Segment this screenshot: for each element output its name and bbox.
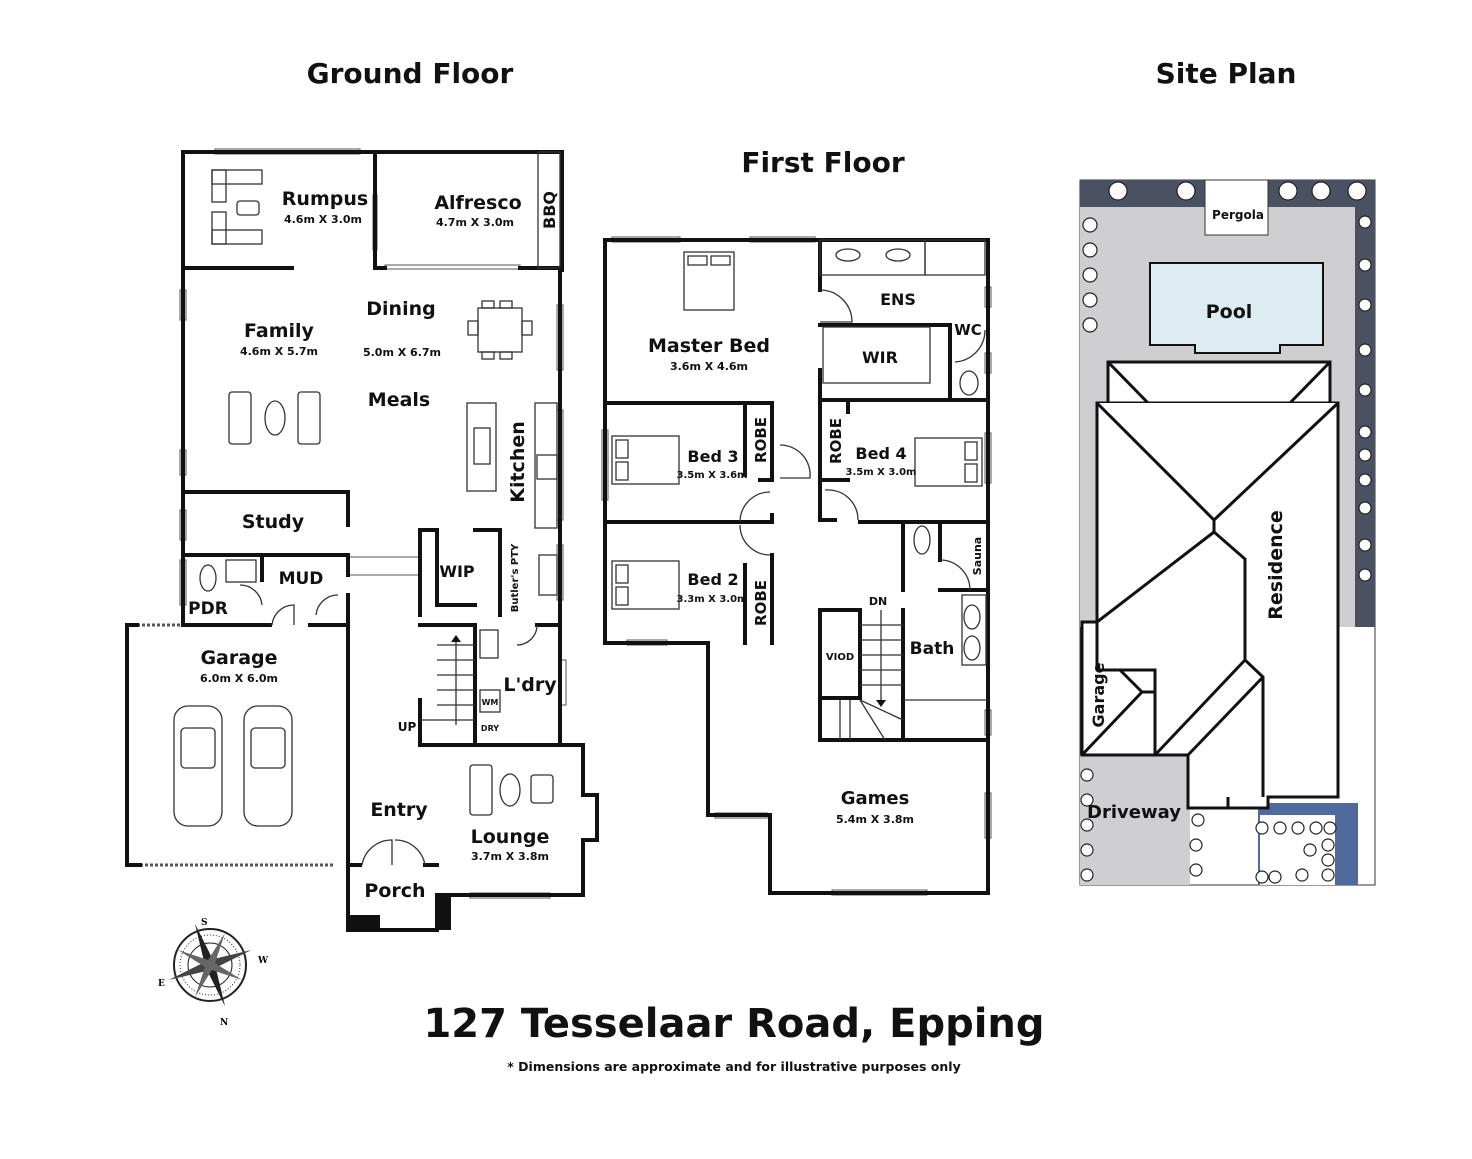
first-floor-title: First Floor [741,146,905,179]
room-label-robe-bed4: ROBE [827,418,845,464]
room-label-lounge: Lounge [471,826,550,848]
room-label-mud: MUD [279,569,324,589]
room-label-wir: WIR [862,348,898,367]
room-label-meals: Meals [368,389,430,411]
ground-floor-title: Ground Floor [307,57,514,90]
room-dim-rumpus: 4.6m X 3.0m [284,213,362,226]
side-garden [1355,180,1375,627]
room-label-laundry: L'dry [503,674,557,696]
label-site-garage: Garage [1089,662,1108,727]
room-dim-family: 4.6m X 5.7m [240,345,318,358]
stair-up-arrow-icon [451,635,461,642]
room-label-entry: Entry [370,799,428,821]
lounge-sofa-icon [469,764,554,816]
driveway-area [1080,755,1190,885]
label-driveway: Driveway [1087,802,1181,823]
label-pool: Pool [1206,301,1253,323]
stair-down-arrow-icon [876,700,886,707]
room-label-bed-2: Bed 2 [687,570,738,589]
room-dim-lounge: 3.7m X 3.8m [471,850,549,863]
room-dim-bed-4: 3.5m X 3.0m [846,467,917,478]
room-label-alfresco: Alfresco [434,192,521,214]
compass-south: S [201,918,208,928]
room-label-porch: Porch [364,880,425,902]
room-label-ensuite: ENS [880,290,916,309]
pool [1149,262,1324,354]
tree-icons [1080,181,1372,884]
room-label-master-bed: Master Bed [648,335,770,357]
room-label-pdr: PDR [188,599,228,619]
room-dim-master-bed: 3.6m X 4.6m [670,360,748,373]
ground-floor-plan: Rumpus 4.6m X 3.0m Alfresco 4.7m X 3.0m … [125,148,599,932]
pergola [1204,179,1269,236]
disclaimer: * Dimensions are approximate and for ill… [507,1059,960,1074]
room-label-wip: WIP [439,562,475,581]
label-dryer: DRY [481,724,499,733]
room-label-robe-bed3: ROBE [752,417,770,463]
room-label-bed-3: Bed 3 [687,447,738,466]
first-floor-plan: Master Bed 3.6m X 4.6m ENS WIR WC Bed 3 … [601,236,992,896]
rumpus-sofa-icon [211,169,263,245]
room-label-kitchen: Kitchen [507,421,529,503]
room-label-sauna: Sauna [971,537,984,575]
residence-roof [1080,360,1340,810]
compass-rose-icon: S W E N [158,918,269,1028]
label-stairs-down: DN [869,595,887,608]
site-plan: Pergola Pool Residence Garage Driveway [1079,179,1376,886]
compass-east: E [158,979,165,989]
room-dim-garage: 6.0m X 6.0m [200,672,278,685]
kitchen-island-icon [466,402,558,529]
room-dim-dining: 5.0m X 6.7m [363,346,441,359]
room-label-rumpus: Rumpus [282,188,368,210]
label-residence: Residence [1265,510,1287,620]
room-dim-alfresco: 4.7m X 3.0m [436,216,514,229]
site-plan-title: Site Plan [1156,57,1297,90]
room-dim-bed-3: 3.5m X 3.6m [677,470,748,481]
room-label-wc: WC [954,321,982,339]
room-label-bed-4: Bed 4 [855,444,906,463]
label-stairs-up: UP [398,720,417,734]
room-label-bath: Bath [910,639,955,659]
compass-west: W [257,956,269,966]
room-label-bbq: BBQ [540,191,559,229]
car-icon [173,705,293,827]
room-label-games: Games [841,788,910,809]
room-label-dining: Dining [366,298,435,320]
room-label-robe-bed2: ROBE [752,580,770,626]
family-sofa-icon [228,391,321,445]
room-label-butlers-pantry: Butler's PTY [510,543,521,612]
compass-north: N [220,1018,228,1028]
label-void: VIOD [826,652,854,663]
room-dim-games: 5.4m X 3.8m [836,813,914,826]
property-address: 127 Tesselaar Road, Epping [423,1001,1044,1047]
room-label-family: Family [244,320,315,342]
room-label-garage: Garage [200,647,277,669]
room-label-study: Study [242,511,305,533]
label-pergola: Pergola [1212,208,1264,222]
bed-icon [611,251,983,610]
room-dim-bed-2: 3.3m X 3.0m [677,594,748,605]
dining-table-icon [467,300,533,360]
label-washing-machine: WM [482,698,499,707]
